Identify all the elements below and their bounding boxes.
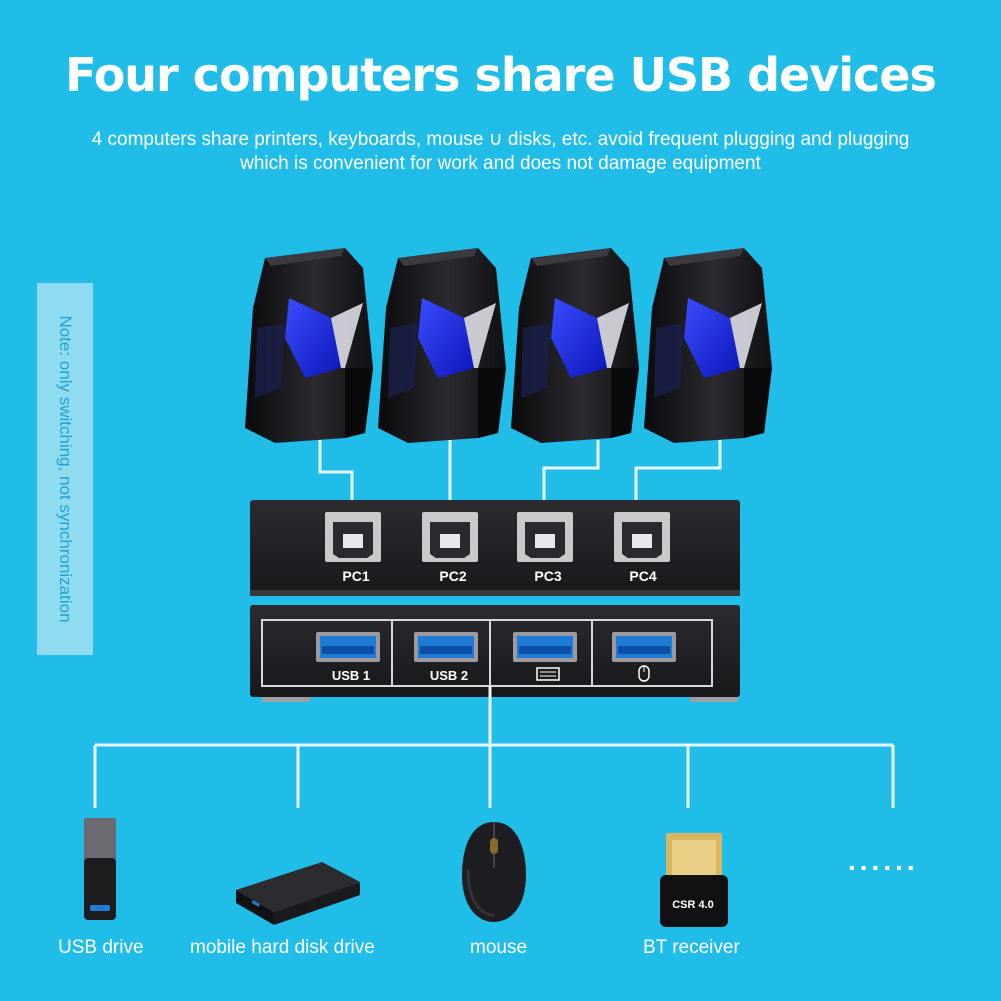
note-box: Note: only switching, not synchronizatio… bbox=[37, 283, 93, 655]
pc-port-label-1: PC1 bbox=[342, 568, 369, 584]
computer-tower-3-icon bbox=[511, 248, 639, 443]
pc-port-label-4: PC4 bbox=[629, 568, 656, 584]
usb-port-label-1: USB 1 bbox=[332, 668, 370, 683]
mouse-icon bbox=[462, 822, 526, 922]
device-label-bt-receiver: BT receiver bbox=[643, 937, 740, 958]
device-label-hard-disk: mobile hard disk drive bbox=[190, 937, 375, 958]
subtitle: 4 computers share printers, keyboards, m… bbox=[40, 128, 961, 176]
subtitle-line-2: which is convenient for work and does no… bbox=[240, 153, 761, 174]
pc-port-label-3: PC3 bbox=[534, 568, 561, 584]
device-label-mouse: mouse bbox=[470, 937, 528, 958]
keyboard-icon bbox=[536, 667, 560, 681]
device-cables bbox=[93, 686, 895, 808]
bluetooth-receiver-icon bbox=[660, 833, 728, 927]
usb-port-label-2: USB 2 bbox=[430, 668, 468, 683]
bt-receiver-text: CSR 4.0 bbox=[672, 899, 714, 911]
device-label-usb-drive: USB drive bbox=[58, 937, 144, 958]
pc-port-label-2: PC2 bbox=[439, 568, 466, 584]
mouse-port-icon bbox=[638, 665, 650, 682]
switch-pc-side bbox=[250, 500, 740, 596]
switch-usb-side bbox=[250, 605, 740, 702]
computer-tower-2-icon bbox=[378, 248, 506, 443]
hard-disk-icon bbox=[236, 862, 360, 925]
more-devices: ...... bbox=[848, 845, 919, 876]
page-title: Four computers share USB devices bbox=[65, 48, 937, 102]
usb-drive-icon bbox=[84, 818, 116, 920]
subtitle-line-1: 4 computers share printers, keyboards, m… bbox=[91, 129, 910, 150]
computer-tower-1-icon bbox=[245, 248, 373, 443]
pc-cables bbox=[318, 440, 722, 512]
computer-tower-4-icon bbox=[644, 248, 772, 443]
